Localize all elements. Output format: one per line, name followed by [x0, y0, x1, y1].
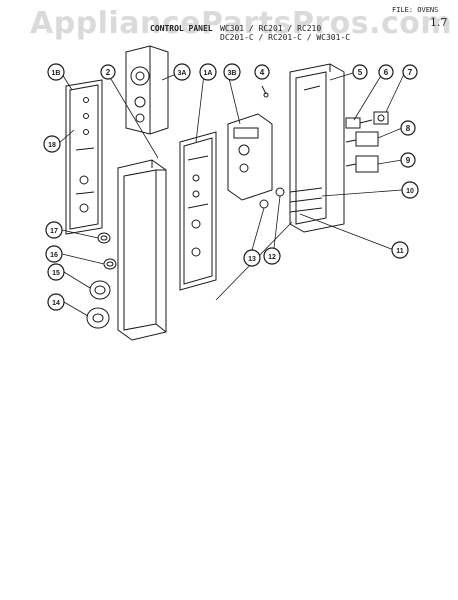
callout-label: 1A: [204, 70, 213, 77]
part-8: [345, 131, 379, 147]
models-line-1: WC301 / RC201 / RC210: [220, 24, 322, 33]
file-label: FILE: OVENS: [392, 6, 439, 14]
knob-14: [86, 307, 110, 329]
knob-15: [89, 280, 111, 300]
trim-frame: [117, 159, 167, 341]
callout-label: 8: [406, 124, 411, 133]
callout-label: 3B: [228, 70, 237, 77]
callout-label: 2: [106, 68, 111, 77]
callout-8: 8: [400, 120, 416, 136]
callout-14: 14: [47, 293, 65, 311]
watermark: AppliancePartsPros.com: [30, 6, 453, 41]
callout-label: 7: [408, 68, 413, 77]
callout-label: 15: [52, 270, 60, 277]
part-6: [345, 117, 373, 129]
callout-label: 1B: [52, 70, 61, 77]
leader-lines: [57, 71, 405, 317]
back-bracket: [289, 63, 345, 233]
part-7: [373, 111, 389, 125]
callout-2: 2: [100, 64, 116, 80]
panel-1a: [179, 131, 217, 291]
models-line-2: DC201-C / RC201-C / WC301-C: [220, 33, 351, 42]
callout-6: 6: [378, 64, 394, 80]
panel-1b: [65, 79, 103, 235]
callout-label: 5: [358, 68, 363, 77]
callout-label: 11: [396, 248, 404, 255]
callout-label: 18: [48, 142, 56, 149]
callout-1a: 1A: [199, 63, 217, 81]
callout-label: 10: [406, 188, 414, 195]
callout-layer: 1B 2 3A 1A 3B 4 5 6 7 8 9 10 11 12 13 14 15 16 17 18: [43, 63, 419, 311]
callout-label: 6: [384, 68, 389, 77]
knob-16: [103, 258, 117, 270]
diagram-title: CONTROL PANEL: [150, 24, 213, 33]
callout-3a: 3A: [173, 63, 191, 81]
page-mark: 1.7: [430, 16, 448, 29]
screws-10: [289, 187, 323, 213]
callout-label: 12: [268, 254, 276, 261]
callout-9: 9: [400, 152, 416, 168]
callout-4: 4: [254, 64, 270, 80]
callout-12: 12: [263, 247, 281, 265]
callout-label: 14: [52, 300, 60, 307]
part-9: [345, 155, 379, 173]
part-12: [275, 187, 285, 197]
callout-label: 3A: [178, 70, 187, 77]
callout-label: 17: [50, 228, 58, 235]
callout-16: 16: [45, 245, 63, 263]
callout-7: 7: [402, 64, 418, 80]
callout-11: 11: [391, 241, 409, 259]
callout-5: 5: [352, 64, 368, 80]
part-3a: [125, 45, 169, 135]
callout-18: 18: [43, 135, 61, 153]
knob-17: [97, 232, 111, 244]
screw-4: [261, 85, 269, 98]
callout-15: 15: [47, 263, 65, 281]
callout-10: 10: [401, 181, 419, 199]
part-3b: [227, 113, 273, 201]
callout-17: 17: [45, 221, 63, 239]
callout-3b: 3B: [223, 63, 241, 81]
callout-1b: 1B: [47, 63, 65, 81]
callout-label: 4: [260, 68, 265, 77]
callout-label: 13: [248, 256, 256, 263]
part-13: [259, 199, 269, 209]
callout-label: 9: [406, 156, 411, 165]
callout-label: 16: [50, 252, 58, 259]
callout-13: 13: [243, 249, 261, 267]
